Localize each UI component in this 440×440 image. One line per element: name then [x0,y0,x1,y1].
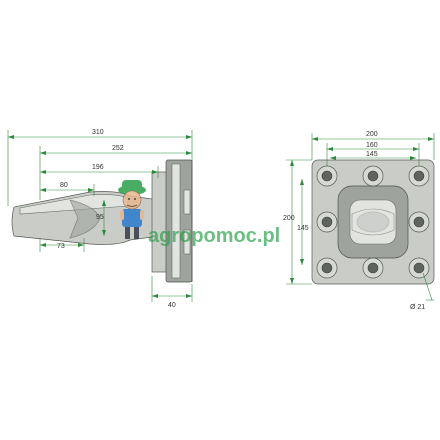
arrow [312,137,318,141]
flange-center-web [351,208,395,236]
bolt-hole [408,257,430,279]
front-view-dimensions: 200 160 145 200 145 Ø 21 [283,131,435,311]
arrow [428,137,434,141]
arrow [40,188,46,192]
bolt-hole [362,165,384,187]
flange-plate-face [171,163,181,279]
dim-label-252: 252 [112,145,124,152]
dim-label-196: 196 [92,164,104,171]
bolt-hole [408,211,430,233]
arrow [186,135,192,139]
dim-label-40: 40 [168,302,176,309]
arrow [186,294,192,298]
arrow [152,170,158,174]
bolt-hole [362,257,384,279]
arrow [410,156,416,160]
bolt-hole [408,165,430,187]
dim-leader-hole [422,272,433,301]
front-view [311,159,435,285]
side-view [11,159,193,283]
watermark: agropomoc.pl [118,180,280,247]
dim-label-310: 310 [92,129,104,136]
arrow [300,259,304,265]
arrow [300,179,304,185]
dim-label-hole-dia: Ø 21 [410,304,425,311]
bolt-hole [316,211,338,233]
mascot-icon [118,180,146,239]
flange-hub [151,171,169,273]
arrow [327,147,333,151]
dim-label-145-top: 145 [366,151,378,158]
arrow [88,188,94,192]
dim-label-95: 95 [96,214,104,221]
arm-groove [69,199,101,239]
side-view-dimensions: 310 252 196 80 95 73 [7,129,193,309]
arrow [102,230,106,236]
watermark-text: agropomoc.pl [148,225,280,247]
arrow [8,135,14,139]
arrow [290,278,294,284]
dim-label-80: 80 [60,182,68,189]
arrow [330,156,336,160]
arrow [413,147,419,151]
bolt-slot-lower [183,229,191,255]
arrow [78,243,84,247]
dim-label-145-left: 145 [297,225,309,232]
dim-label-200-top: 200 [366,131,378,138]
bolt-hole [316,165,338,187]
dim-label-160: 160 [366,142,378,149]
bolt-slot-upper [183,189,191,215]
arrow [290,160,294,166]
dim-label-73: 73 [57,243,65,250]
arrow [40,151,46,155]
arrow [40,243,46,247]
arrow [152,294,158,298]
bolt-hole [316,257,338,279]
arrow [102,200,106,206]
arrow [186,151,192,155]
dim-label-200-left: 200 [283,215,295,222]
arrow [40,170,46,174]
